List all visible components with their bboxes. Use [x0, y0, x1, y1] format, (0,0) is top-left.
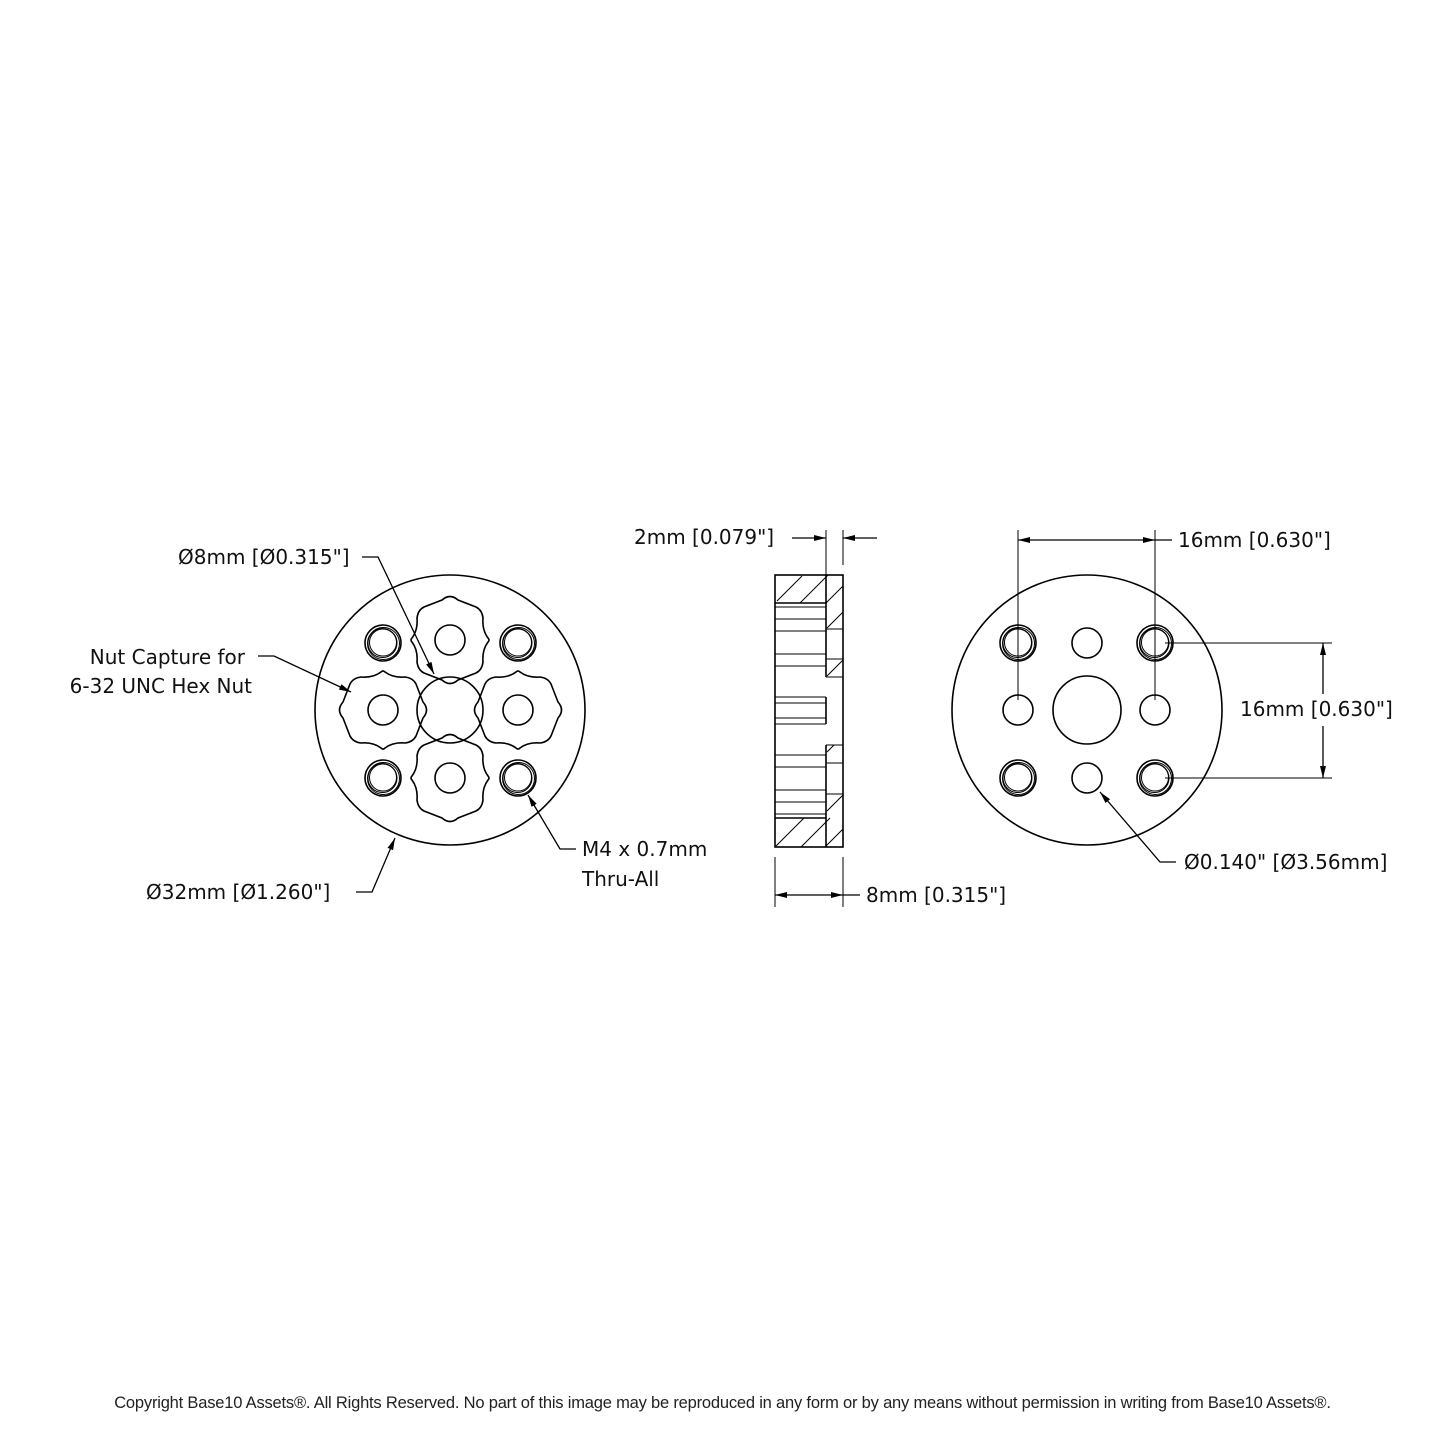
- horizontal-spacing-label: 16mm [0.630"]: [1178, 528, 1331, 552]
- nut-capture-label-line2: 6-32 UNC Hex Nut: [69, 674, 252, 698]
- small-hole-diameter-label: Ø0.140" [Ø3.56mm]: [1184, 850, 1388, 874]
- back-view: [951, 530, 1332, 863]
- front-view: [258, 556, 586, 893]
- thickness-label: 8mm [0.315"]: [866, 883, 1007, 907]
- copyright-notice: Copyright Base10 Assets®. All Rights Res…: [114, 1394, 1331, 1412]
- tapped-hole-label-line2: Thru-All: [582, 867, 660, 891]
- counterbore-depth-label: 2mm [0.079"]: [634, 525, 775, 549]
- tapped-hole-label-line1: M4 x 0.7mm: [582, 837, 708, 861]
- bore-diameter-label: Ø8mm [Ø0.315"]: [178, 545, 350, 569]
- side-section-view: [774, 530, 877, 907]
- nut-capture-label-line1: Nut Capture for: [89, 645, 245, 669]
- vertical-spacing-label: 16mm [0.630"]: [1240, 697, 1393, 721]
- outer-diameter-label: Ø32mm [Ø1.260"]: [146, 880, 331, 904]
